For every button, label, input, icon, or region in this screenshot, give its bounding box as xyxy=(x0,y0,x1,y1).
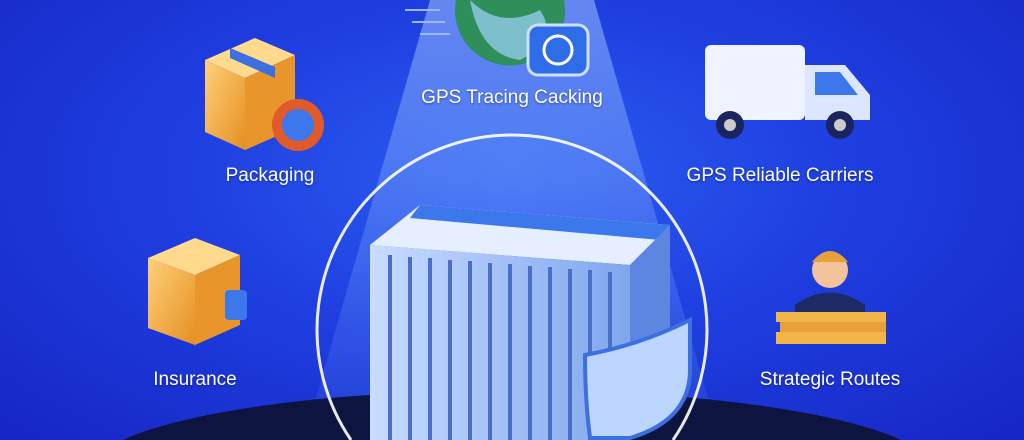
insured-box-icon xyxy=(148,238,247,345)
feature-label-strategic-routes: Strategic Routes xyxy=(759,369,901,390)
shield-icon xyxy=(582,316,692,440)
businessman-documents-icon xyxy=(776,251,886,344)
globe-gps-icon xyxy=(405,0,590,77)
feature-label-packaging: Packaging xyxy=(225,165,315,186)
package-box-icon xyxy=(205,38,324,151)
feature-label-carriers: GPS Reliable Carriers xyxy=(686,165,874,186)
feature-label-gps-tracing: GPS Tracing Cacking xyxy=(421,87,603,108)
feature-label-insurance: Insurance xyxy=(153,369,237,390)
ring xyxy=(315,133,709,440)
delivery-truck-icon xyxy=(705,45,870,139)
